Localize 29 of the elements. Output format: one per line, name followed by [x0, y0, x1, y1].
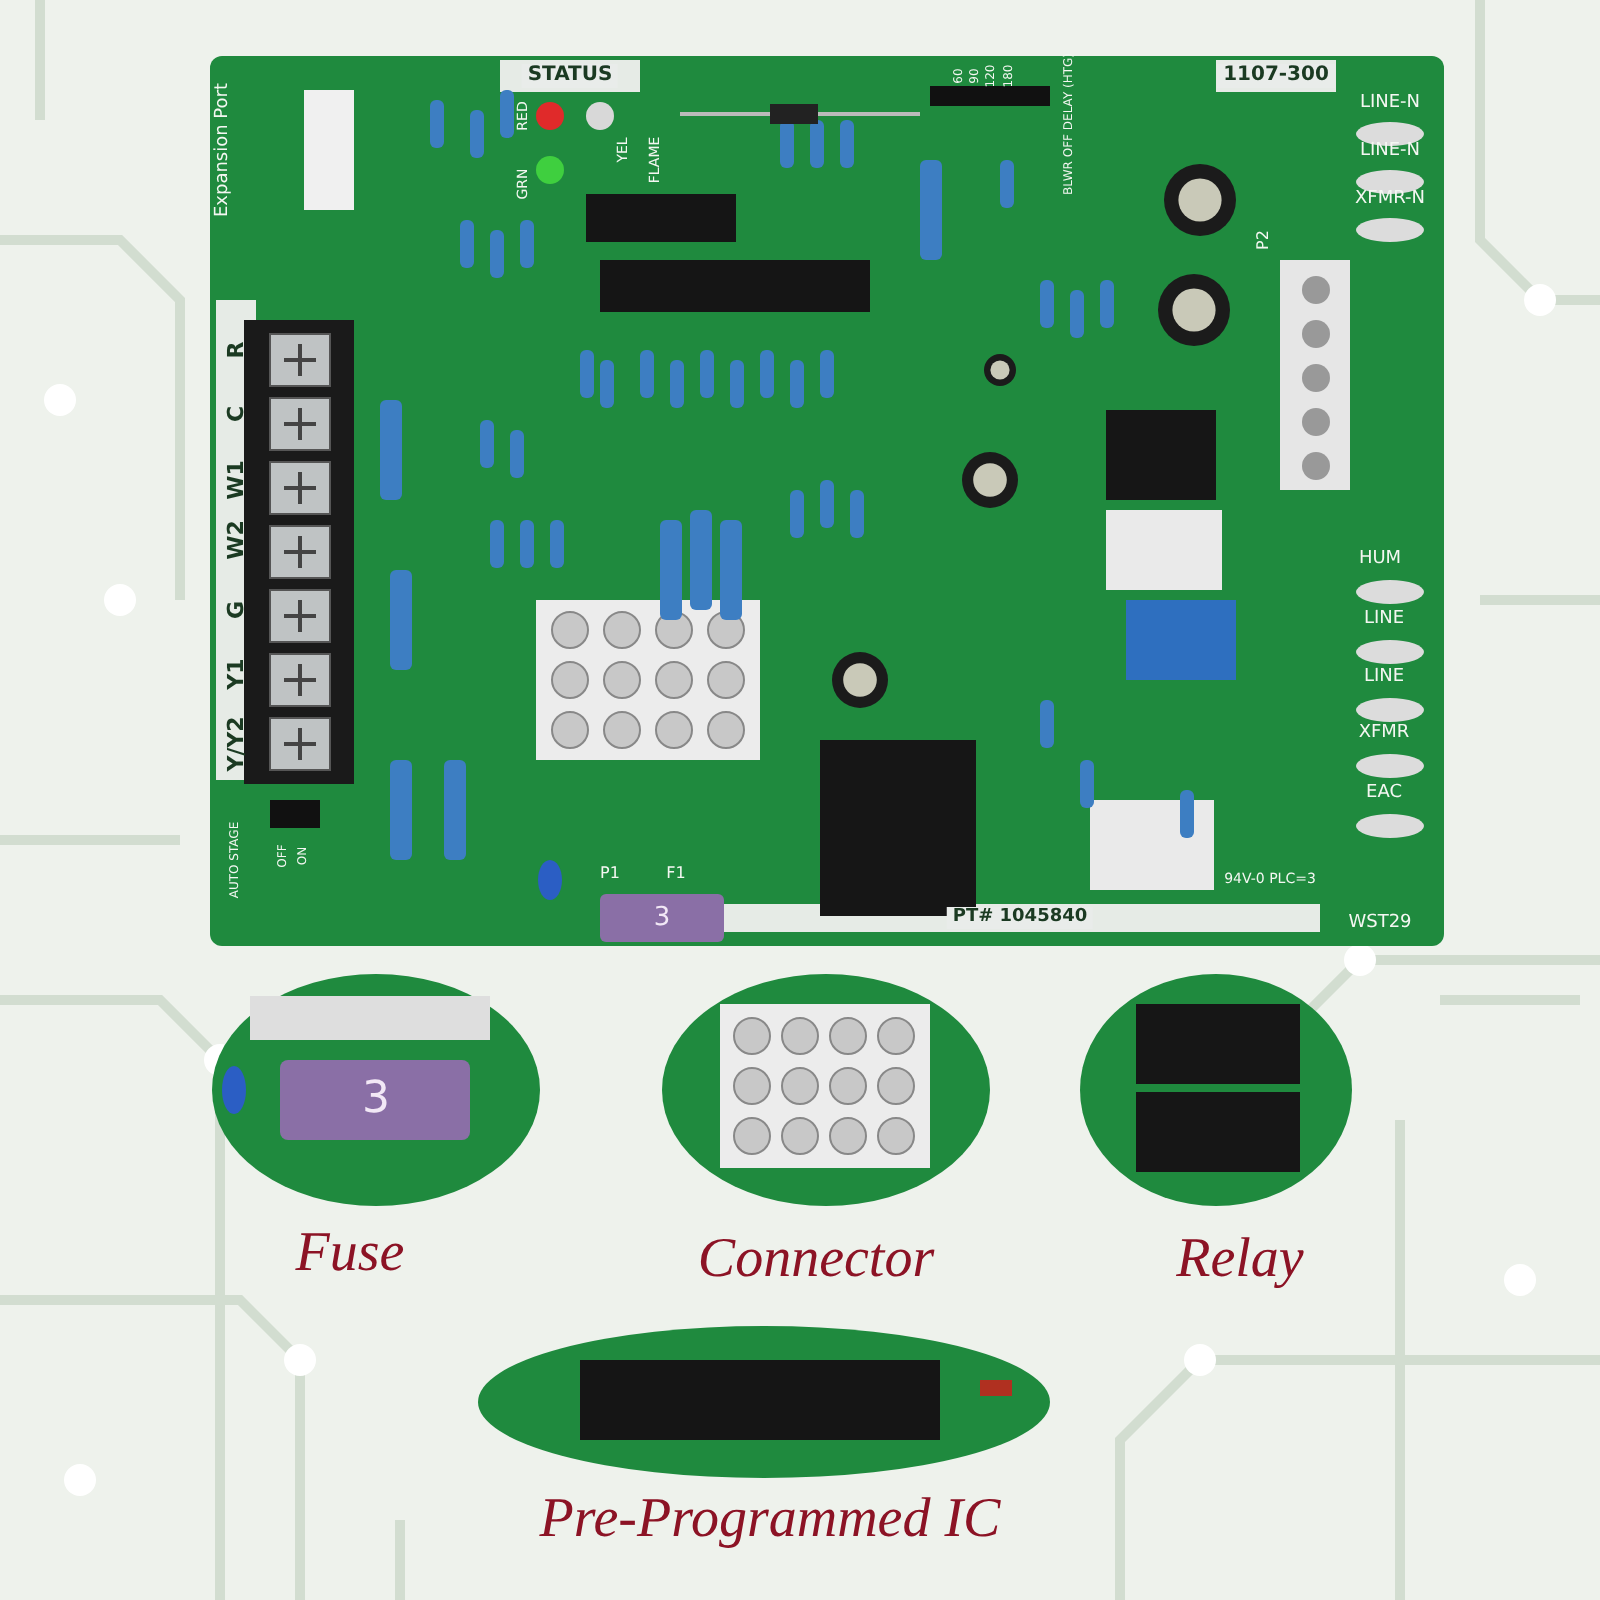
terminal-label: R: [225, 341, 247, 359]
silkscreen-label: WST29: [1348, 915, 1412, 933]
terminal-label: C: [225, 405, 247, 423]
silkscreen-label: P2: [1256, 230, 1272, 250]
silkscreen-label: Expansion Port: [215, 82, 233, 218]
silkscreen-label: XFMR-N: [1355, 191, 1425, 209]
silkscreen-label: EAC: [1366, 785, 1402, 803]
silkscreen-label: PT# 1045840: [946, 907, 1094, 929]
terminal-label: Y1: [225, 658, 247, 690]
silkscreen-label: HUM: [1358, 551, 1402, 569]
silkscreen-label: LINE: [1363, 611, 1405, 629]
silkscreen-label: 1107-300: [1217, 64, 1335, 88]
terminal-label: W1: [225, 460, 247, 500]
terminal-label: G: [225, 600, 247, 620]
silkscreen-label: STATUS: [521, 64, 619, 88]
caption: Pre-Programmed IC: [539, 1492, 1001, 1548]
fuse-rating: 3: [653, 905, 671, 931]
silkscreen-label: LINE: [1363, 669, 1405, 687]
caption: Fuse: [295, 1226, 405, 1282]
terminal-label: Y/Y2: [225, 716, 247, 772]
silkscreen-label: F1: [666, 866, 686, 882]
caption: Relay: [1176, 1232, 1304, 1288]
fuse-rating: 3: [362, 1078, 390, 1122]
silkscreen-label: P1: [600, 866, 620, 882]
silkscreen-label: LINE-N: [1359, 143, 1421, 161]
caption: Connector: [697, 1232, 935, 1288]
terminal-label: W2: [225, 520, 247, 560]
silkscreen-label: XFMR: [1358, 725, 1410, 743]
silkscreen-label: LINE-N: [1359, 95, 1421, 113]
